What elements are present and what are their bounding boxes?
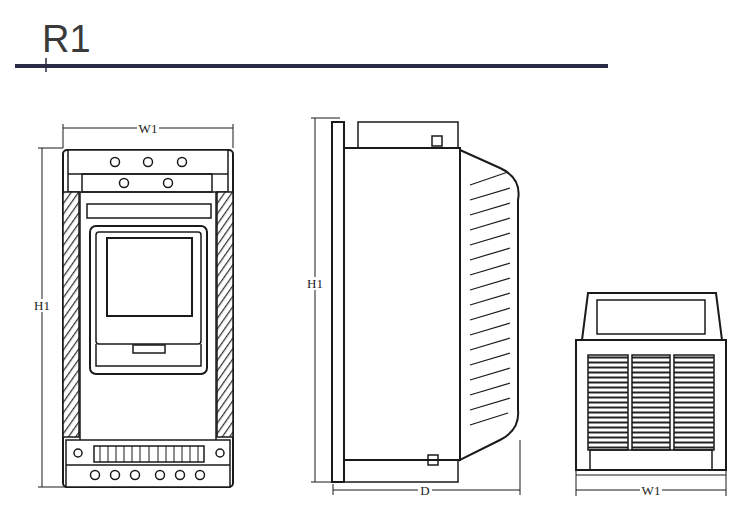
- dimension-label: W1: [137, 122, 160, 135]
- dimension-label: H1: [32, 299, 52, 312]
- dimension-label: H1: [305, 277, 325, 290]
- dimension-label: W1: [640, 484, 663, 497]
- dimension-label: D: [418, 484, 431, 497]
- view-title: R1: [42, 20, 91, 58]
